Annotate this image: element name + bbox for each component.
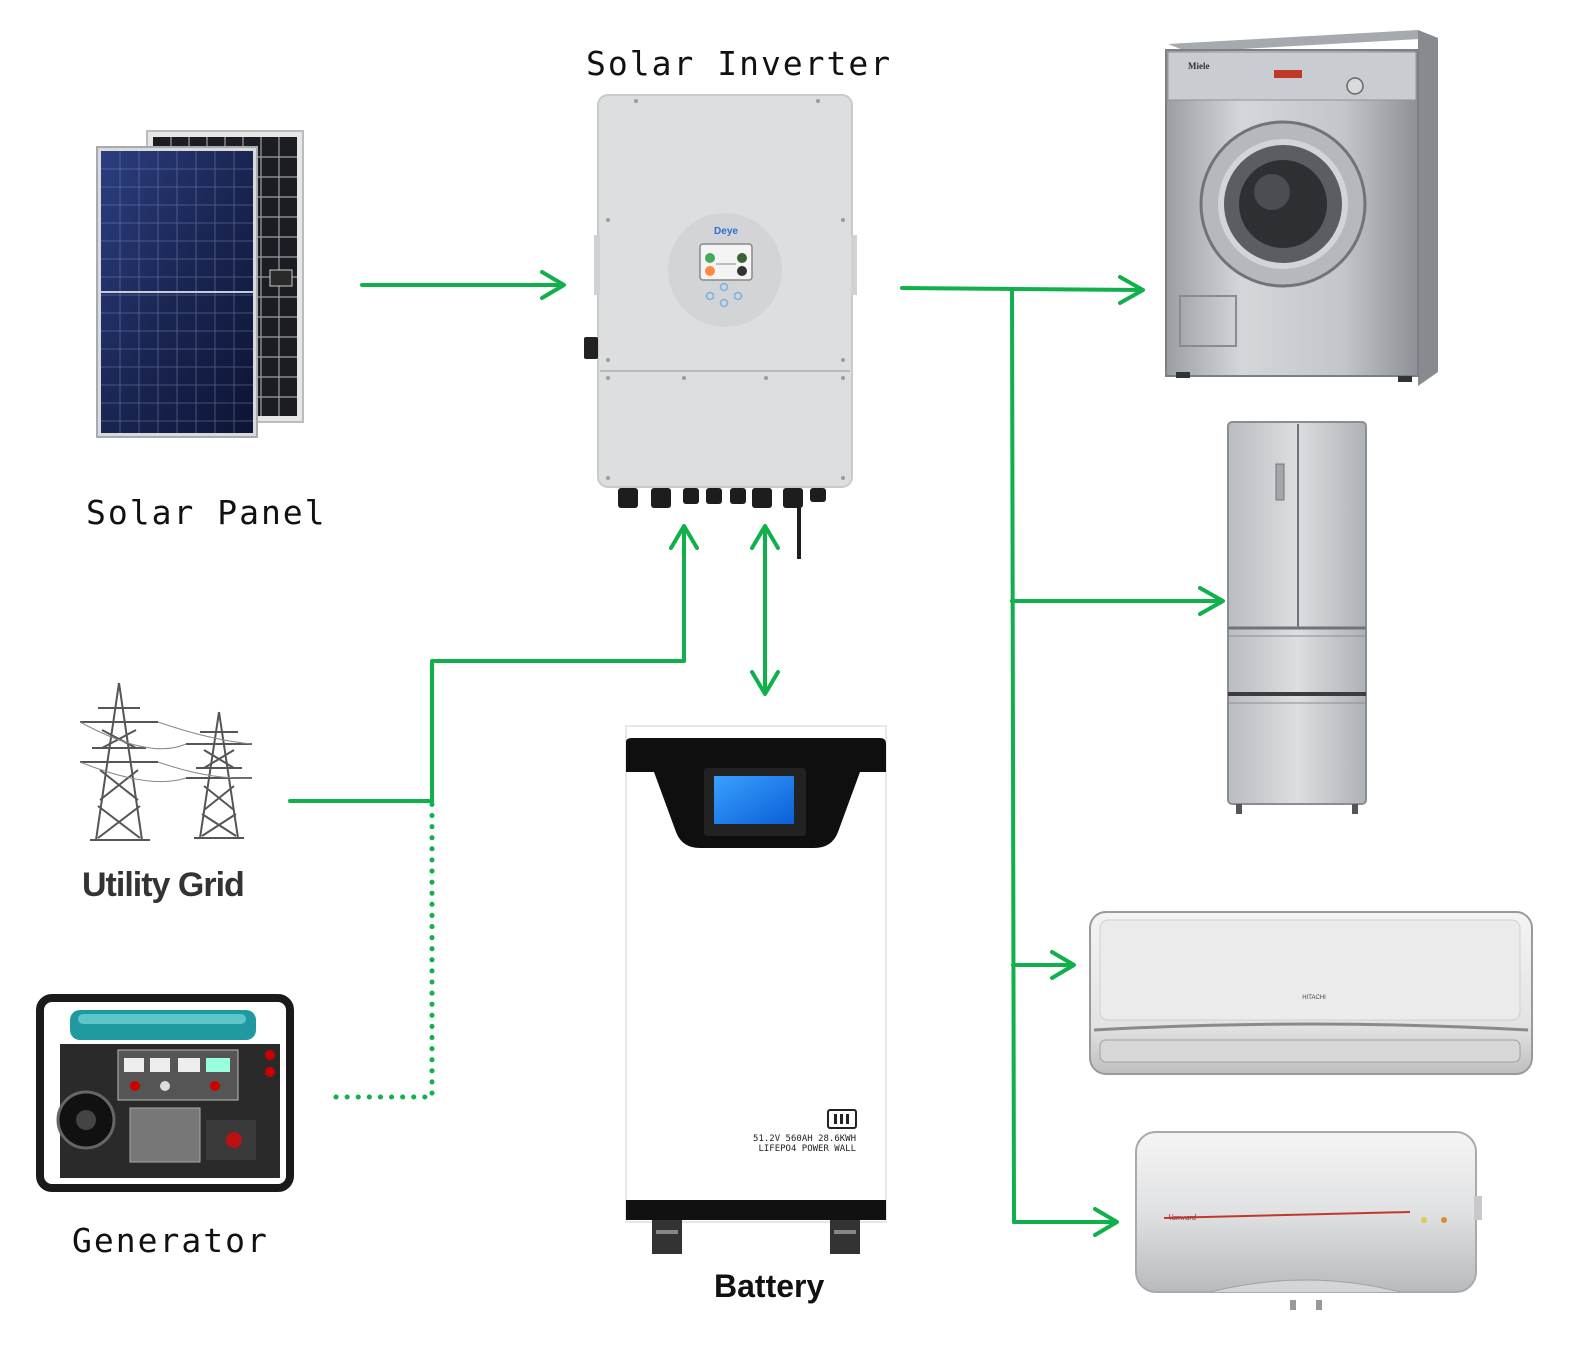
- generator-image: [36, 994, 294, 1192]
- solar-panel-image: [96, 130, 304, 438]
- battery-spec-line2: LIFEPO4 POWER WALL: [758, 1144, 856, 1154]
- inverter-battery-bidirectional-arrow: [750, 524, 780, 696]
- flow-lines: [288, 270, 1225, 1237]
- ac-brand-logo: HITACHI: [1302, 995, 1326, 1001]
- battery-image: 51.2V 560AH 28.6KWH LIFEPO4 POWER WALL: [625, 725, 887, 1254]
- water-heater-image: Vanward: [1135, 1131, 1482, 1310]
- trunk-to-ac-arrow: [1011, 950, 1076, 980]
- generator-dotted-line: [333, 801, 435, 1100]
- generator-label: Generator: [72, 1221, 269, 1260]
- inverter-to-washer-arrow: [900, 275, 1145, 305]
- svg-text:Vanward: Vanward: [1168, 1213, 1197, 1222]
- utility-grid-label: Utility Grid: [82, 866, 245, 904]
- air-conditioner-image: HITACHI: [1089, 911, 1533, 1075]
- trunk-to-fridge-arrow: [1010, 586, 1225, 616]
- solar-inverter-image: Deye: [584, 94, 857, 559]
- utility-grid-towers-image: [79, 682, 253, 841]
- trunk-to-heater-arrow: [1012, 1207, 1119, 1237]
- solar-to-inverter-arrow: [360, 270, 566, 300]
- washer-brand-logo: Miele: [1188, 61, 1210, 71]
- washing-machine-image: Miele: [1165, 30, 1438, 386]
- solar-inverter-label: Solar Inverter: [586, 44, 893, 83]
- grid-to-inverter-arrow: [288, 524, 699, 803]
- refrigerator-image: [1227, 421, 1367, 814]
- inverter-brand-logo: Deye: [714, 226, 738, 237]
- battery-label: Battery: [714, 1268, 825, 1304]
- load-trunk-line: [1010, 288, 1016, 1224]
- solar-panel-label: Solar Panel: [86, 493, 327, 532]
- battery-spec-line1: 51.2V 560AH 28.6KWH: [753, 1134, 856, 1144]
